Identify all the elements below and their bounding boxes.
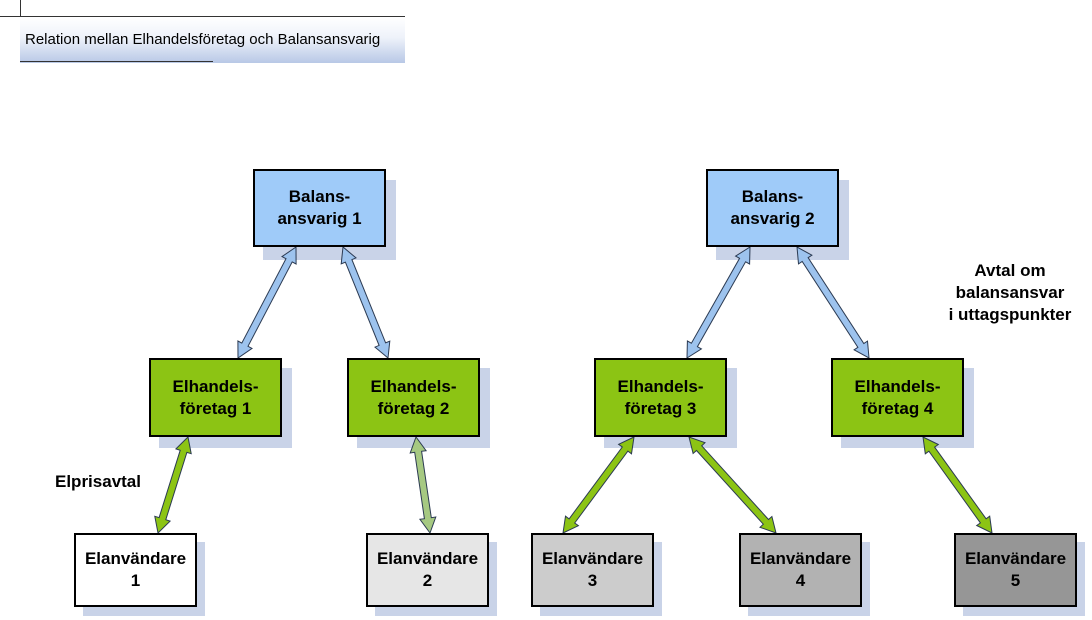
consumer-5-label: Elanvändare 5 — [964, 549, 1067, 590]
balance-1-retailer-1-arrow — [237, 246, 297, 359]
diagram-title: Relation mellan Elhandelsföretag och Bal… — [25, 31, 381, 48]
title-box: Relation mellan Elhandelsföretag och Bal… — [20, 16, 405, 63]
retailer-3-box: Elhandels- företag 3 — [594, 358, 727, 437]
balance-responsible-1-label: Balans- ansvarig 1 — [277, 187, 362, 228]
balance-1-retailer-2-arrow — [340, 246, 391, 359]
balance-responsible-1-box: Balans- ansvarig 1 — [253, 169, 386, 247]
balance-contract-label: Avtal om balansansvar i uttagspunkter — [948, 261, 1072, 324]
retailer-1-label: Elhandels- företag 1 — [172, 376, 259, 418]
retailer-2-label: Elhandels- företag 2 — [370, 376, 457, 418]
retailer-4-label: Elhandels- företag 4 — [854, 376, 941, 418]
balance-2-retailer-3-arrow — [686, 246, 751, 359]
consumer-4-box: Elanvändare 4 — [739, 533, 862, 607]
retailer-4-box: Elhandels- företag 4 — [831, 358, 964, 437]
consumer-3-box: Elanvändare 3 — [531, 533, 654, 607]
retailer-1-box: Elhandels- företag 1 — [149, 358, 282, 437]
balance-responsible-2-label: Balans- ansvarig 2 — [730, 187, 815, 228]
retailer-2-consumer-2-arrow — [409, 435, 437, 535]
balance-2-retailer-4-arrow — [796, 246, 870, 359]
retailer-2-box: Elhandels- företag 2 — [347, 358, 480, 437]
retailer-3-consumer-3-arrow — [562, 436, 635, 534]
retailer-1-consumer-1-arrow — [154, 435, 192, 535]
consumer-1-label: Elanvändare 1 — [84, 549, 187, 590]
consumer-5-box: Elanvändare 5 — [954, 533, 1077, 607]
consumer-3-label: Elanvändare 3 — [541, 549, 644, 590]
price-contract-label: Elprisavtal — [55, 472, 141, 491]
consumer-2-box: Elanvändare 2 — [366, 533, 489, 607]
retailer-3-label: Elhandels- företag 3 — [617, 376, 704, 418]
title-corner-line — [0, 16, 20, 17]
consumer-1-box: Elanvändare 1 — [74, 533, 197, 607]
title-underline — [20, 61, 213, 62]
retailer-4-consumer-5-arrow — [922, 436, 993, 534]
consumer-2-label: Elanvändare 2 — [376, 549, 479, 590]
consumer-4-label: Elanvändare 4 — [749, 549, 852, 590]
retailer-3-consumer-4-arrow — [688, 436, 777, 534]
balance-responsible-2-box: Balans- ansvarig 2 — [706, 169, 839, 247]
